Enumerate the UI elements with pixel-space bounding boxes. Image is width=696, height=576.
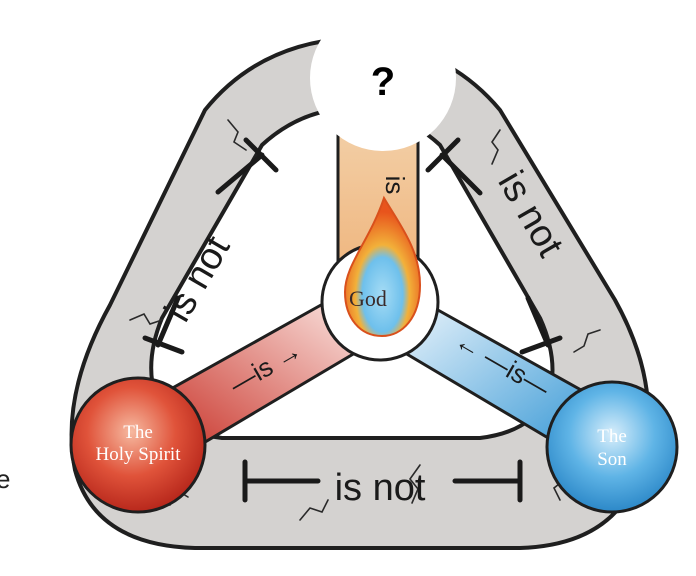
flame-icon [343, 195, 422, 338]
top-node-label: ? [371, 60, 395, 104]
son-label-line2: Son [597, 449, 627, 470]
son-label-line1: The [597, 426, 627, 447]
not-symbols [142, 137, 563, 503]
edge-text-fragment: e [0, 464, 10, 494]
holy-spirit-label-line2: Holy Spirit [96, 444, 182, 465]
holy-spirit-node [69, 376, 207, 514]
is-not-bottom-label: is not [335, 467, 426, 509]
holy-spirit-label-line1: The [123, 422, 153, 443]
son-node [545, 380, 679, 514]
is-label-top: is [380, 176, 410, 195]
god-node-label: God [349, 286, 387, 311]
top-node [310, 5, 456, 151]
